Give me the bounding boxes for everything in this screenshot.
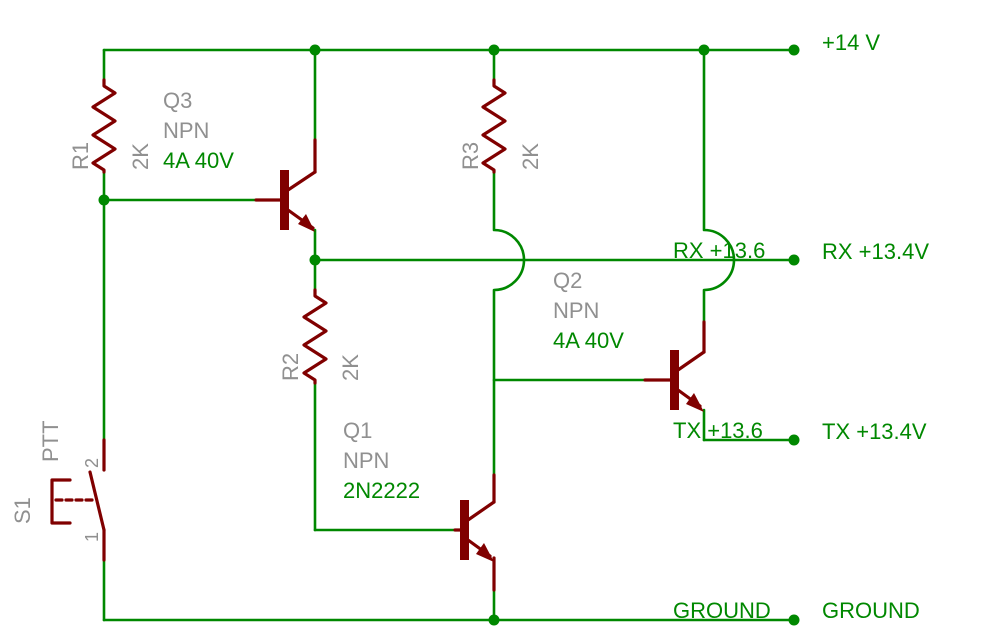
switch-s1[interactable] (50, 438, 106, 562)
rx-port-dot[interactable] (788, 254, 800, 266)
resistor-zigzag-icon (302, 288, 328, 385)
tx-port-dot[interactable] (788, 434, 800, 446)
s1-value-label: PTT (38, 420, 63, 462)
s1-name-label: S1 (10, 497, 35, 524)
supply-port-label: +14 V (822, 30, 880, 55)
emitter-arrow-icon (686, 393, 704, 412)
q1-type-label: NPN (343, 448, 389, 473)
transistor-q1[interactable] (453, 473, 496, 592)
collector-lead (466, 500, 496, 522)
resistor-r2[interactable] (302, 288, 328, 385)
rx-net-label: RX +13.6 (673, 238, 765, 263)
tx-net-label: TX +13.6 (673, 418, 763, 443)
q2-value-label: 4A 40V (553, 328, 624, 353)
junction-dot (309, 44, 321, 56)
switch-blade (88, 470, 106, 532)
q3-name-label: Q3 (163, 88, 192, 113)
resistor-r1[interactable] (91, 78, 117, 174)
s1-pin2-label: 2 (82, 458, 102, 468)
emitter-arrow-icon (298, 214, 315, 232)
junction-dot (98, 194, 110, 206)
q1-value-label: 2N2222 (343, 478, 420, 503)
junctions (98, 44, 800, 626)
q3-type-label: NPN (163, 118, 209, 143)
collector-lead (676, 350, 706, 372)
resistor-r3[interactable] (481, 78, 507, 174)
supply-port-dot[interactable] (788, 44, 800, 56)
tx-port-label: TX +13.4V (822, 419, 927, 444)
r2-value-label: 2K (338, 354, 363, 381)
r2-name-label: R2 (278, 353, 303, 381)
junction-dot (488, 614, 500, 626)
transistor-q2[interactable] (643, 320, 706, 412)
r3-value-label: 2K (518, 143, 543, 170)
r3-name-label: R3 (458, 142, 483, 170)
q2-name-label: Q2 (553, 268, 582, 293)
transistor-q3[interactable] (254, 138, 317, 232)
resistor-zigzag-icon (91, 78, 117, 174)
ground-net-label: GROUND (673, 598, 771, 623)
junction-dot (488, 44, 500, 56)
s1-pin1-label: 1 (82, 532, 102, 542)
r1-value-label: 2K (128, 143, 153, 170)
junction-dot (698, 44, 710, 56)
switch-actuator-icon (50, 478, 72, 525)
junction-dot (309, 254, 321, 266)
q2-collector-wire (702, 48, 736, 352)
r3-hop-wire (492, 170, 526, 477)
q3-value-label: 4A 40V (163, 148, 234, 173)
ground-port-dot[interactable] (788, 614, 800, 626)
ground-port-label: GROUND (822, 598, 920, 623)
resistor-zigzag-icon (481, 78, 507, 174)
collector-lead (286, 170, 317, 192)
wires (102, 48, 796, 622)
r1-name-label: R1 (68, 142, 93, 170)
q1-name-label: Q1 (343, 418, 372, 443)
emitter-arrow-icon (476, 543, 494, 562)
q2-type-label: NPN (553, 298, 599, 323)
rx-port-label: RX +13.4V (822, 239, 929, 264)
